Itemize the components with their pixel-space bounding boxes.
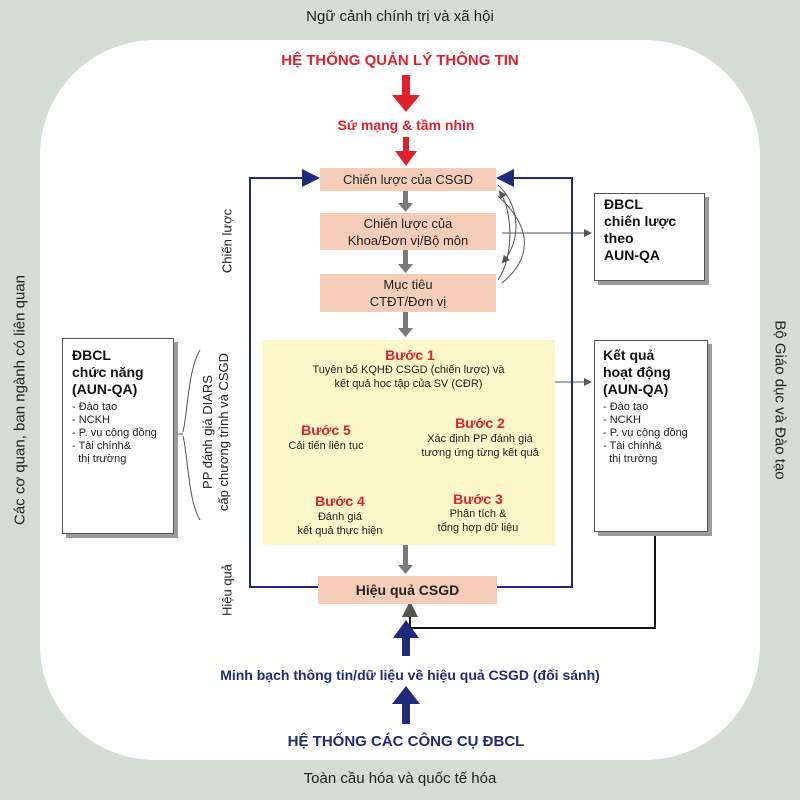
- strategic-qa-line2: chiến lược: [604, 213, 677, 229]
- strategy-faculty-line1: Chiến lược của: [363, 215, 453, 231]
- list-item: - Đào tạo: [603, 401, 649, 413]
- list-item: - Tài chính&: [72, 440, 132, 452]
- step-4-line1: Đánh giá: [317, 511, 363, 523]
- step-5-title: Bước 5: [301, 422, 351, 438]
- step-2-line2: tương ứng từng kết quả: [421, 447, 539, 459]
- functional-qa-line1: ĐBCL: [72, 347, 111, 363]
- effectiveness-label: Hiệu quả CSGD: [355, 581, 460, 598]
- functional-qa-line3: (AUN-QA): [72, 381, 138, 397]
- results-line2: hoạt động: [603, 364, 671, 380]
- navy-arrow-tools: [392, 686, 420, 724]
- effectiveness-vertical-label: Hiệu quả: [219, 563, 235, 617]
- step-2-title: Bước 2: [455, 415, 505, 431]
- transparency-heading: Minh bạch thông tin/dữ liệu về hiệu quả …: [220, 667, 600, 683]
- context-bottom-label: Toàn cầu hóa và quốc tế hóa: [303, 770, 497, 787]
- step-3-line1: Phân tích &: [449, 508, 507, 520]
- navy-arrow-effectiveness: [393, 620, 419, 656]
- step-3-title: Bước 3: [453, 491, 503, 507]
- list-item: - P. vụ cộng đồng: [72, 427, 157, 439]
- list-item: - NCKH: [603, 414, 641, 426]
- list-item: - P. vụ cộng đồng: [603, 427, 688, 439]
- functional-qa-box: ĐBCL chức năng (AUN-QA) - Đào tạo - NCKH…: [62, 338, 174, 534]
- strategic-qa-box: ĐBCL chiến lược theo AUN-QA: [594, 193, 705, 281]
- mission-heading: Sứ mạng & tầm nhìn: [337, 117, 475, 133]
- context-top-label: Ngữ cảnh chính trị và xã hội: [306, 8, 494, 25]
- list-item: - NCKH: [72, 414, 110, 426]
- strategy-faculty-line2: Khoa/Đơn vị/Bộ môn: [347, 232, 469, 248]
- objective-line1: Mục tiêu: [383, 277, 433, 292]
- list-item: thị trường: [72, 453, 127, 465]
- steps-panel: [262, 340, 555, 545]
- strategic-qa-line1: ĐBCL: [604, 196, 643, 212]
- strategy-faculty-box: Chiến lược của Khoa/Đơn vị/Bộ môn: [320, 213, 496, 250]
- results-line3: (AUN-QA): [603, 381, 669, 397]
- red-arrow-top: [392, 75, 420, 112]
- strategic-qa-line4: AUN-QA: [604, 247, 660, 263]
- objective-box: Mục tiêu CTĐT/Đơn vị: [320, 274, 496, 312]
- step-1-title: Bước 1: [385, 347, 435, 363]
- results-line1: Kết quả: [603, 347, 655, 363]
- tools-heading: HỆ THỐNG CÁC CÔNG CỤ ĐBCL: [287, 733, 525, 750]
- step-1-line1: Tuyên bố KQHĐ CSGD (chiến lược) và: [312, 364, 505, 376]
- step-2-line1: Xác định PP đánh giá: [427, 433, 533, 445]
- step-1-line2: kết quả học tập của SV (CĐR): [334, 378, 483, 390]
- results-box: Kết quả hoạt động (AUN-QA) - Đào tạo - N…: [594, 340, 708, 532]
- diars-vertical-label: PP đánh giá DIARS cấp chương trình và CS…: [200, 353, 232, 511]
- strategic-qa-line3: theo: [604, 230, 634, 246]
- strategy-institution-box: Chiến lược của CSGD: [320, 168, 496, 191]
- strategy-vertical-label: Chiến lược: [219, 208, 235, 274]
- step-4-title: Bước 4: [315, 493, 365, 509]
- info-system-heading: HỆ THỐNG QUẢN LÝ THÔNG TIN: [281, 52, 519, 69]
- list-item: - Tài chính&: [603, 440, 663, 452]
- gray-flow-arrows: [398, 191, 413, 574]
- red-arrow-mission: [395, 137, 417, 166]
- objective-line2: CTĐT/Đơn vị: [369, 294, 447, 309]
- results-list: - Đào tạo - NCKH - P. vụ cộng đồng - Tài…: [603, 401, 707, 466]
- list-item: thị trường: [603, 453, 658, 465]
- list-item: - Đào tạo: [72, 401, 118, 413]
- step-5-line1: Cải tiến liên tục: [288, 440, 364, 452]
- strategy-institution-label: Chiến lược của CSGD: [343, 172, 473, 187]
- effectiveness-box: Hiệu quả CSGD: [318, 576, 497, 604]
- step-4-line2: kết quả thực hiện: [297, 525, 383, 537]
- functional-qa-line2: chức năng: [72, 364, 144, 380]
- functional-qa-list: - Đào tạo - NCKH - P. vụ cộng đồng - Tài…: [72, 401, 173, 466]
- step-3-line2: tổng hợp dữ liệu: [437, 522, 519, 534]
- diars-line1: PP đánh giá DIARS: [200, 375, 215, 489]
- diars-line2: cấp chương trình và CSGD: [216, 352, 231, 512]
